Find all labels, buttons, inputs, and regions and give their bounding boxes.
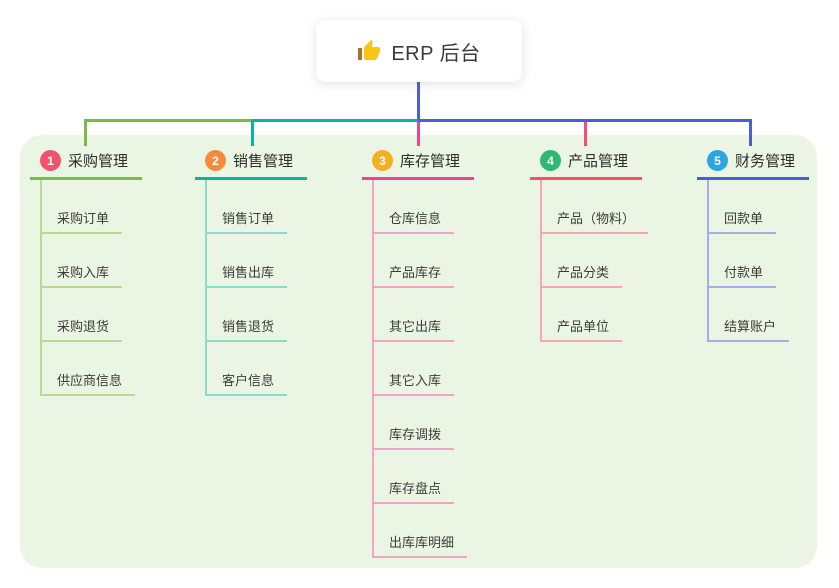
root-node[interactable]: ERP 后台 bbox=[316, 20, 522, 82]
branch-children-purchase: 采购订单 采购入库 采购退货 供应商信息 bbox=[40, 180, 142, 396]
node-receipt-bill[interactable]: 回款单 bbox=[709, 180, 777, 234]
node-warehouse-info[interactable]: 仓库信息 bbox=[374, 180, 455, 234]
node-payment-bill[interactable]: 付款单 bbox=[709, 234, 777, 288]
branch-sales: 2 销售管理 销售订单 销售出库 销售退货 客户信息 bbox=[195, 146, 308, 396]
connector-drop-inventory bbox=[417, 122, 420, 146]
branch-header-sales[interactable]: 2 销售管理 bbox=[195, 146, 308, 180]
badge-4: 4 bbox=[540, 150, 561, 171]
node-sales-return[interactable]: 销售退货 bbox=[207, 288, 288, 342]
connector-horizontal-finance bbox=[418, 119, 752, 122]
node-supplier-info[interactable]: 供应商信息 bbox=[42, 342, 136, 396]
branch-children-sales: 销售订单 销售出库 销售退货 客户信息 bbox=[205, 180, 307, 396]
connector-drop-finance bbox=[749, 122, 752, 146]
branch-title-purchase: 采购管理 bbox=[68, 153, 129, 170]
connector-root-stem bbox=[417, 80, 420, 119]
thumbs-up-icon bbox=[357, 39, 381, 63]
connector-horizontal-purchase bbox=[84, 119, 251, 122]
badge-2: 2 bbox=[205, 150, 226, 171]
branch-purchase: 1 采购管理 采购订单 采购入库 采购退货 供应商信息 bbox=[30, 146, 143, 396]
badge-1: 1 bbox=[40, 150, 61, 171]
branch-title-product: 产品管理 bbox=[568, 153, 629, 170]
branch-header-inventory[interactable]: 3 库存管理 bbox=[362, 146, 475, 180]
connector-drop-purchase bbox=[84, 122, 87, 146]
node-stock-count[interactable]: 库存盘点 bbox=[374, 450, 455, 504]
branch-header-finance[interactable]: 5 财务管理 bbox=[697, 146, 810, 180]
connector-drop-sales bbox=[251, 122, 254, 146]
node-sales-order[interactable]: 销售订单 bbox=[207, 180, 288, 234]
branch-product: 4 产品管理 产品（物料） 产品分类 产品单位 bbox=[530, 146, 649, 342]
node-outbound-detail[interactable]: 出库库明细 bbox=[374, 504, 468, 558]
node-product-stock[interactable]: 产品库存 bbox=[374, 234, 455, 288]
node-stock-transfer[interactable]: 库存调拨 bbox=[374, 396, 455, 450]
badge-3: 3 bbox=[372, 150, 393, 171]
node-product-category[interactable]: 产品分类 bbox=[542, 234, 623, 288]
branch-inventory: 3 库存管理 仓库信息 产品库存 其它出库 其它入库 库存调拨 库存盘点 出库库… bbox=[362, 146, 475, 558]
node-other-outbound[interactable]: 其它出库 bbox=[374, 288, 455, 342]
node-settlement-account[interactable]: 结算账户 bbox=[709, 288, 790, 342]
node-purchase-return[interactable]: 采购退货 bbox=[42, 288, 123, 342]
branch-title-finance: 财务管理 bbox=[735, 153, 796, 170]
badge-5: 5 bbox=[707, 150, 728, 171]
connector-drop-product bbox=[584, 122, 587, 146]
branch-title-inventory: 库存管理 bbox=[400, 153, 461, 170]
branch-header-product[interactable]: 4 产品管理 bbox=[530, 146, 643, 180]
node-sales-outbound[interactable]: 销售出库 bbox=[207, 234, 288, 288]
connector-horizontal-sales bbox=[251, 119, 418, 122]
node-purchase-inbound[interactable]: 采购入库 bbox=[42, 234, 123, 288]
root-title: ERP 后台 bbox=[391, 42, 481, 65]
branch-children-product: 产品（物料） 产品分类 产品单位 bbox=[540, 180, 649, 342]
node-product-unit[interactable]: 产品单位 bbox=[542, 288, 623, 342]
node-purchase-order[interactable]: 采购订单 bbox=[42, 180, 123, 234]
node-product-material[interactable]: 产品（物料） bbox=[542, 180, 649, 234]
branch-title-sales: 销售管理 bbox=[233, 153, 294, 170]
branch-children-finance: 回款单 付款单 结算账户 bbox=[707, 180, 809, 342]
branch-children-inventory: 仓库信息 产品库存 其它出库 其它入库 库存调拨 库存盘点 出库库明细 bbox=[372, 180, 474, 558]
node-other-inbound[interactable]: 其它入库 bbox=[374, 342, 455, 396]
branch-finance: 5 财务管理 回款单 付款单 结算账户 bbox=[697, 146, 810, 342]
background-panel bbox=[20, 135, 817, 568]
node-customer-info[interactable]: 客户信息 bbox=[207, 342, 288, 396]
branch-header-purchase[interactable]: 1 采购管理 bbox=[30, 146, 143, 180]
